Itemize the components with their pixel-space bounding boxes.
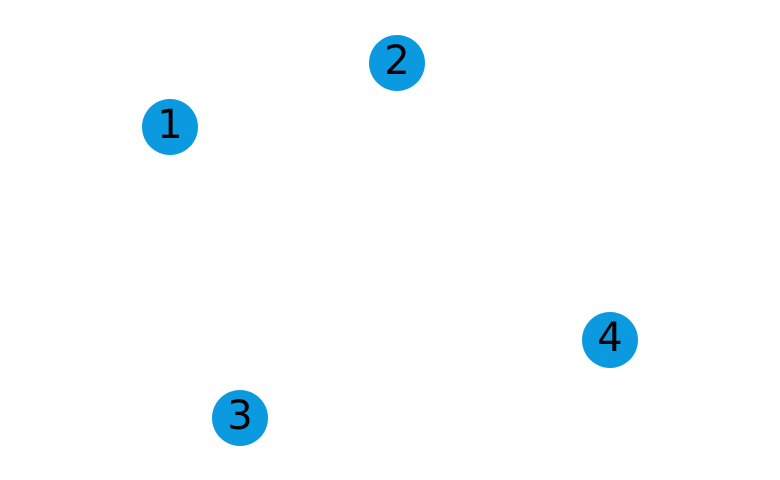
node-3-label: 3: [227, 393, 252, 439]
node-2: 2: [369, 35, 425, 91]
node-3: 3: [212, 390, 268, 446]
node-2-circle: [369, 35, 425, 91]
node-1-circle: [142, 99, 198, 155]
node-4-label: 4: [597, 315, 622, 361]
node-2-label: 2: [384, 38, 409, 84]
node-4-circle: [582, 312, 638, 368]
node-3-circle: [212, 390, 268, 446]
node-1-label: 1: [157, 102, 182, 148]
node-1: 1: [142, 99, 198, 155]
node-4: 4: [582, 312, 638, 368]
